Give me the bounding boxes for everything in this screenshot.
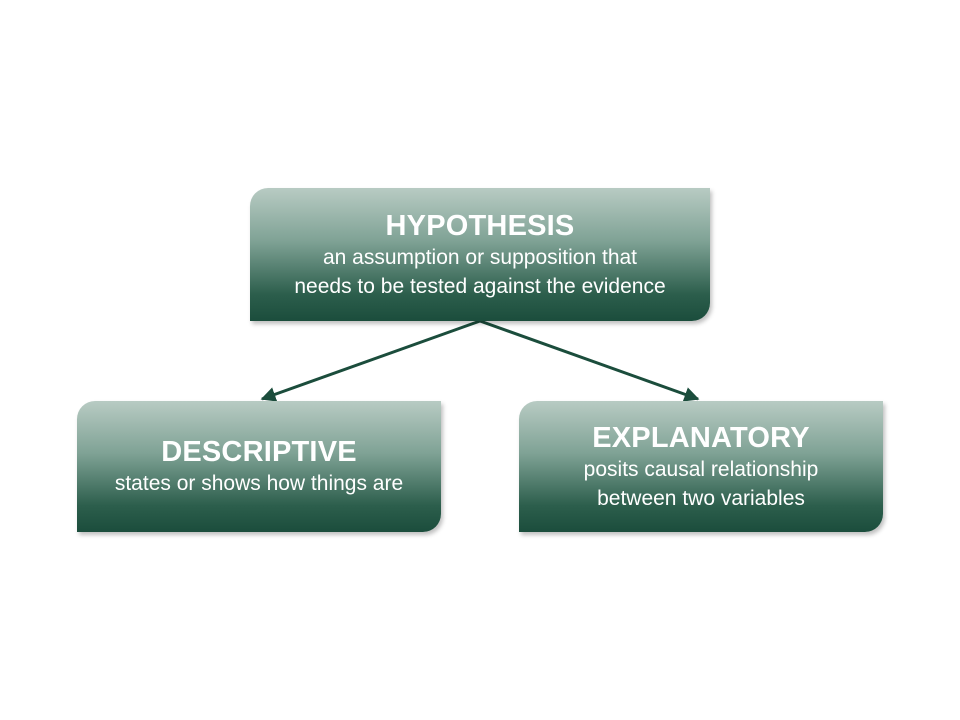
explanatory-title: EXPLANATORY bbox=[592, 421, 810, 454]
hypothesis-desc-line1: an assumption or supposition that bbox=[322, 245, 638, 269]
explanatory-box: EXPLANATORY posits causal relationship b… bbox=[519, 401, 883, 532]
arrow-to-descriptive bbox=[260, 319, 481, 402]
hypothesis-desc-line2: needs to be tested against the evidence bbox=[294, 274, 666, 298]
explanatory-desc-line2: between two variables bbox=[597, 486, 805, 510]
descriptive-title: DESCRIPTIVE bbox=[161, 436, 357, 468]
arrow-to-explanatory bbox=[479, 319, 700, 402]
hypothesis-box: HYPOTHESIS an assumption or supposition … bbox=[250, 188, 710, 321]
descriptive-desc: states or shows how things are bbox=[114, 472, 404, 495]
explanatory-desc-line1: posits causal relationship bbox=[583, 457, 819, 481]
descriptive-box: DESCRIPTIVE states or shows how things a… bbox=[77, 401, 441, 532]
hypothesis-title: HYPOTHESIS bbox=[385, 209, 575, 242]
